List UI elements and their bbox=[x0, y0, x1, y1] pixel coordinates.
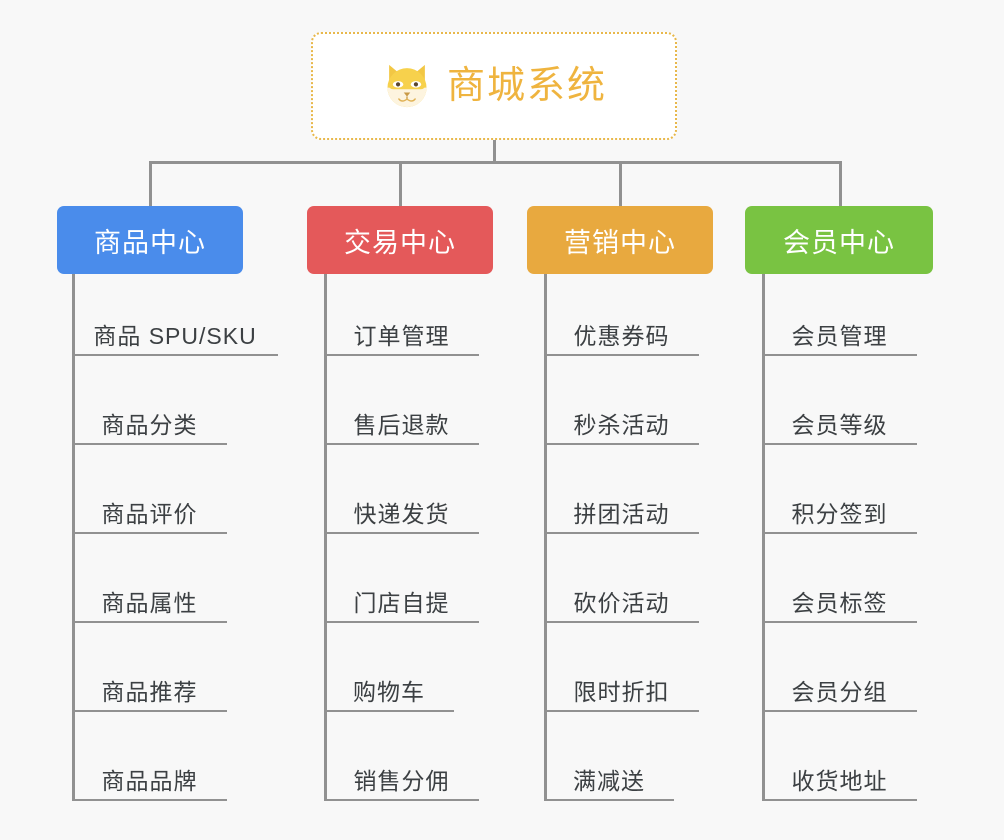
leaf-label: 会员分组 bbox=[791, 678, 888, 705]
leaf-label: 订单管理 bbox=[353, 322, 450, 349]
leaf-label: 会员等级 bbox=[791, 411, 888, 438]
horizontal-bus-connector bbox=[149, 161, 842, 164]
leaf-label: 秒杀活动 bbox=[573, 411, 670, 438]
leaf-item[interactable]: 会员标签 bbox=[762, 543, 917, 623]
leaf-label: 拼团活动 bbox=[573, 500, 670, 527]
leaf-label: 满减送 bbox=[573, 767, 645, 794]
category-box-member-center[interactable]: 会员中心 bbox=[745, 206, 933, 274]
category-label-product-center: 商品中心 bbox=[94, 227, 206, 258]
spine-trade-center bbox=[324, 274, 327, 801]
leaf-label: 优惠券码 bbox=[573, 322, 670, 349]
leaf-item[interactable]: 售后退款 bbox=[324, 365, 479, 445]
shiba-dog-face-icon bbox=[381, 60, 433, 112]
drop-connector-member-center bbox=[839, 161, 842, 207]
drop-connector-product-center bbox=[149, 161, 152, 207]
leaf-item[interactable]: 积分签到 bbox=[762, 454, 917, 534]
leaf-label: 收货地址 bbox=[791, 767, 888, 794]
leaf-item[interactable]: 会员管理 bbox=[762, 276, 917, 356]
leaf-label: 商品推荐 bbox=[101, 678, 198, 705]
leaf-item[interactable]: 门店自提 bbox=[324, 543, 479, 623]
leaf-item[interactable]: 拼团活动 bbox=[544, 454, 699, 534]
drop-connector-trade-center bbox=[399, 161, 402, 207]
spine-product-center bbox=[72, 274, 75, 801]
leaf-item[interactable]: 收货地址 bbox=[762, 721, 917, 801]
leaf-item[interactable]: 秒杀活动 bbox=[544, 365, 699, 445]
leaf-label: 积分签到 bbox=[791, 500, 888, 527]
leaf-label: 会员标签 bbox=[791, 589, 888, 616]
leaf-item[interactable]: 商品 SPU/SKU bbox=[72, 276, 278, 356]
leaf-label: 购物车 bbox=[353, 678, 425, 705]
leaf-item[interactable]: 优惠券码 bbox=[544, 276, 699, 356]
leaf-item[interactable]: 销售分佣 bbox=[324, 721, 479, 801]
category-box-marketing-center[interactable]: 营销中心 bbox=[527, 206, 713, 274]
drop-connector-marketing-center bbox=[619, 161, 622, 207]
leaf-label: 商品品牌 bbox=[101, 767, 198, 794]
root-title: 商城系统 bbox=[446, 65, 607, 107]
leaf-label: 销售分佣 bbox=[353, 767, 450, 794]
leaf-item[interactable]: 限时折扣 bbox=[544, 632, 699, 712]
leaf-item[interactable]: 订单管理 bbox=[324, 276, 479, 356]
leaf-item[interactable]: 商品属性 bbox=[72, 543, 227, 623]
leaf-label: 快递发货 bbox=[353, 500, 450, 527]
category-label-trade-center: 交易中心 bbox=[344, 227, 456, 258]
leaf-label: 砍价活动 bbox=[573, 589, 670, 616]
leaf-item[interactable]: 满减送 bbox=[544, 721, 674, 801]
leaf-item[interactable]: 商品分类 bbox=[72, 365, 227, 445]
category-box-trade-center[interactable]: 交易中心 bbox=[307, 206, 493, 274]
spine-marketing-center bbox=[544, 274, 547, 801]
leaf-item[interactable]: 商品品牌 bbox=[72, 721, 227, 801]
leaf-item[interactable]: 商品评价 bbox=[72, 454, 227, 534]
leaf-item[interactable]: 会员等级 bbox=[762, 365, 917, 445]
leaf-label: 门店自提 bbox=[353, 589, 450, 616]
leaf-item[interactable]: 购物车 bbox=[324, 632, 454, 712]
spine-member-center bbox=[762, 274, 765, 801]
leaf-item[interactable]: 砍价活动 bbox=[544, 543, 699, 623]
leaf-label: 商品 SPU/SKU bbox=[93, 322, 257, 349]
category-label-marketing-center: 营销中心 bbox=[564, 227, 676, 258]
leaf-item[interactable]: 快递发货 bbox=[324, 454, 479, 534]
root-stem-connector bbox=[493, 140, 496, 163]
leaf-label: 商品分类 bbox=[101, 411, 198, 438]
leaf-label: 售后退款 bbox=[353, 411, 450, 438]
category-label-member-center: 会员中心 bbox=[783, 227, 895, 258]
leaf-label: 商品评价 bbox=[101, 500, 198, 527]
leaf-label: 会员管理 bbox=[791, 322, 888, 349]
category-box-product-center[interactable]: 商品中心 bbox=[57, 206, 243, 274]
leaf-label: 限时折扣 bbox=[573, 678, 670, 705]
leaf-item[interactable]: 商品推荐 bbox=[72, 632, 227, 712]
leaf-item[interactable]: 会员分组 bbox=[762, 632, 917, 712]
leaf-label: 商品属性 bbox=[101, 589, 198, 616]
root-node[interactable]: 商城系统 bbox=[311, 32, 677, 140]
